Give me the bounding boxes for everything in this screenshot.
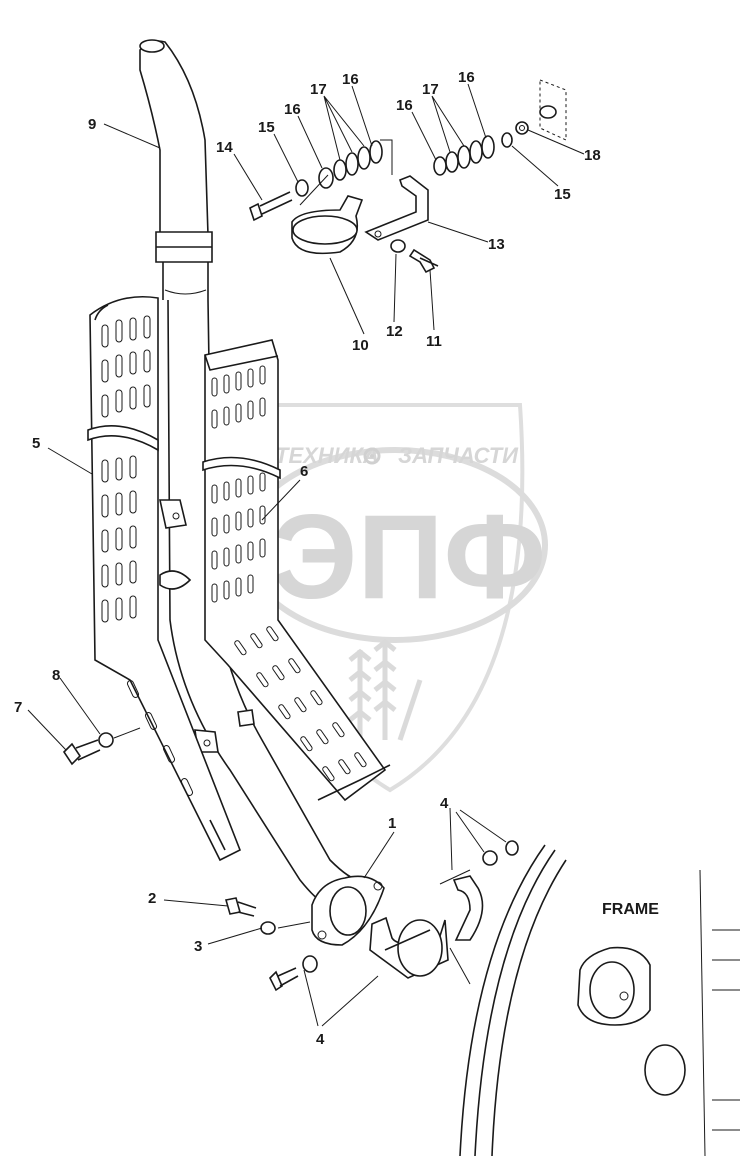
callout-11: 11 [426,333,442,350]
callout-15-right: 15 [554,186,571,203]
callout-13: 13 [488,236,505,253]
perforation-slots-right [211,365,367,782]
callout-8: 8 [52,667,60,684]
callout-17-right: 17 [422,81,439,98]
watermark-text-left: ТЕХНИКА [275,443,379,468]
callout-17-left: 17 [310,81,327,98]
heat-shield-left [87,295,242,862]
callout-16-c: 16 [396,97,413,114]
callout-6: 6 [300,463,308,480]
gear-icon [363,447,381,465]
frame: FRAME [459,844,740,1156]
callout-16-b: 16 [342,71,359,88]
heat-shield-right [202,339,391,802]
bolt-7-washer-8 [62,727,141,766]
callout-4-top: 4 [440,795,449,812]
callout-numbers: 9 14 15 16 17 16 16 17 16 18 15 13 10 12… [14,69,601,1048]
watermark-logo: ЭПФ [272,490,546,624]
callout-16-a: 16 [284,101,301,118]
callout-5: 5 [32,435,40,452]
callout-7: 7 [14,699,22,716]
callout-18: 18 [584,147,601,164]
watermark: ТЕХНИКА ЗАПЧАСТИ ЭПФ [242,403,548,793]
callout-4-bottom: 4 [316,1031,325,1048]
leader-lines [27,83,585,1027]
callout-10: 10 [352,337,369,354]
pipe-flange-assembly [224,840,519,992]
callout-2: 2 [148,890,156,907]
callout-16-d: 16 [458,69,475,86]
frame-label: FRAME [602,901,659,918]
watermark-text-right: ЗАПЧАСТИ [398,443,519,468]
callout-3: 3 [194,938,202,955]
callout-15-left: 15 [258,119,275,136]
wheat-emblem [348,638,423,741]
mounting-hardware-top [249,79,567,274]
callout-1: 1 [388,815,396,832]
callout-12: 12 [386,323,403,340]
callout-9: 9 [88,116,96,133]
perforation-slots-left [101,315,194,796]
callout-14: 14 [216,139,233,156]
